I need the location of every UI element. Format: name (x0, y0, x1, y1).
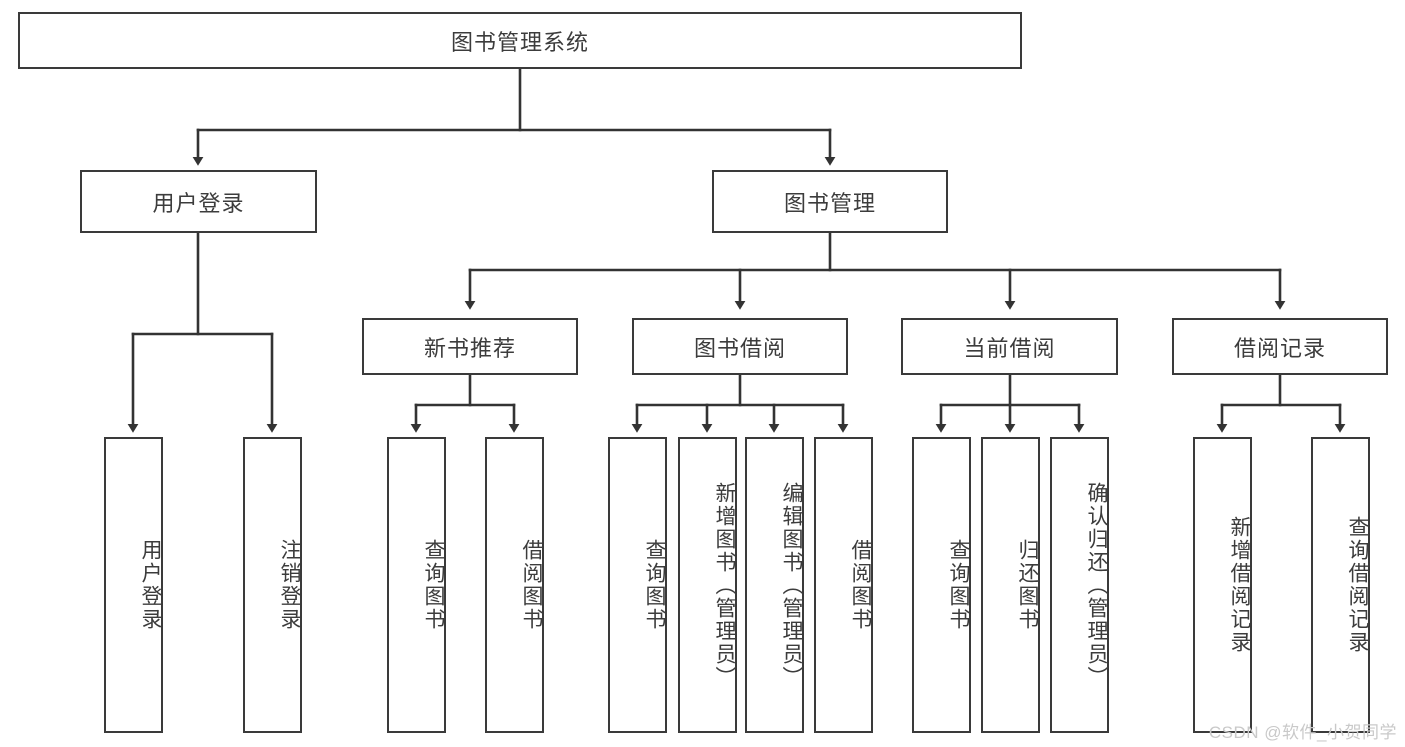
node-label: 注销登录 (278, 539, 301, 631)
node-leaf-borrow-book[interactable]: 借阅图书 (814, 437, 873, 733)
node-label: 借阅记录 (1233, 335, 1326, 361)
node-label: 新增图书（管理员） (713, 481, 736, 689)
node-book-borrow[interactable]: 图书借阅 (632, 318, 848, 375)
node-label: 归还图书 (1016, 539, 1039, 631)
node-label: 图书管理 (783, 190, 876, 216)
node-leaf-query-book-rec[interactable]: 查询图书 (387, 437, 446, 733)
node-new-book-rec[interactable]: 新书推荐 (362, 318, 578, 375)
node-book-manage[interactable]: 图书管理 (712, 170, 948, 233)
node-current-borrow[interactable]: 当前借阅 (901, 318, 1118, 375)
node-leaf-query-book-current[interactable]: 查询图书 (912, 437, 971, 733)
node-label: 图书借阅 (693, 335, 786, 361)
node-leaf-edit-book-admin[interactable]: 编辑图书（管理员） (745, 437, 804, 733)
node-label: 借阅图书 (849, 539, 872, 631)
node-label: 图书管理系统 (450, 29, 589, 55)
node-root-system[interactable]: 图书管理系统 (18, 12, 1022, 69)
node-label: 新书推荐 (423, 335, 516, 361)
node-leaf-return-book[interactable]: 归还图书 (981, 437, 1040, 733)
node-label: 确认归还（管理员） (1085, 481, 1108, 689)
node-leaf-query-book[interactable]: 查询图书 (608, 437, 667, 733)
node-label: 查询图书 (422, 539, 445, 631)
node-leaf-add-book-admin[interactable]: 新增图书（管理员） (678, 437, 737, 733)
node-leaf-add-borrow-record[interactable]: 新增借阅记录 (1193, 437, 1252, 733)
node-borrow-record[interactable]: 借阅记录 (1172, 318, 1388, 375)
node-user-login[interactable]: 用户登录 (80, 170, 317, 233)
node-leaf-confirm-return-admin[interactable]: 确认归还（管理员） (1050, 437, 1109, 733)
watermark-text: CSDN @软件_小贺同学 (1208, 723, 1397, 742)
node-label: 查询图书 (947, 539, 970, 631)
node-label: 借阅图书 (520, 539, 543, 631)
node-leaf-borrow-book-rec[interactable]: 借阅图书 (485, 437, 544, 733)
node-label: 编辑图书（管理员） (780, 481, 803, 689)
node-leaf-user-login[interactable]: 用户登录 (104, 437, 163, 733)
node-label: 查询图书 (643, 539, 666, 631)
node-label: 用户登录 (139, 539, 162, 631)
node-leaf-logout[interactable]: 注销登录 (243, 437, 302, 733)
node-label: 查询借阅记录 (1346, 516, 1369, 654)
node-label: 新增借阅记录 (1228, 516, 1251, 654)
node-leaf-query-borrow-record[interactable]: 查询借阅记录 (1311, 437, 1370, 733)
node-label: 用户登录 (152, 190, 245, 216)
node-label: 当前借阅 (963, 335, 1056, 361)
